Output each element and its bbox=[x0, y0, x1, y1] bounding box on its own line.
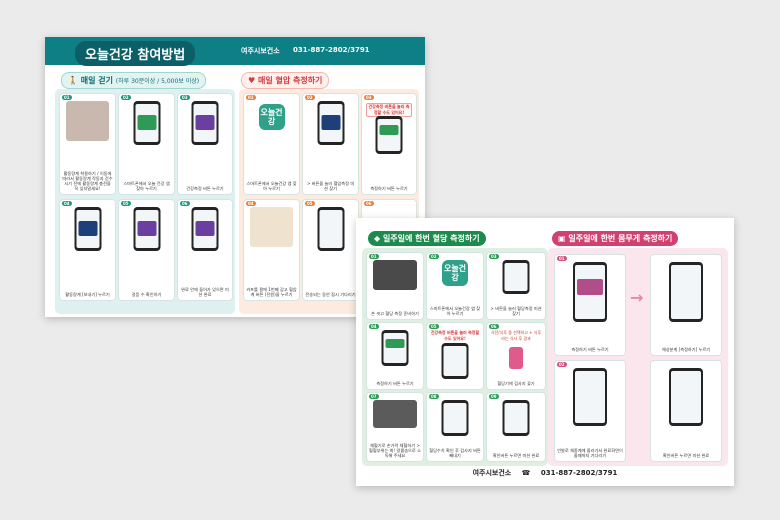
phone-mockup bbox=[502, 260, 530, 294]
phone-mockup bbox=[669, 368, 703, 426]
bp-step-2: 02 > 버튼을 눌러 혈압측정 미션 찾기 bbox=[302, 93, 359, 195]
sugar-step-2: 02 오늘건강 스마트폰에서 오늘건강 앱 찾아 누르기 bbox=[426, 252, 484, 320]
tip-text: 식전/식후 중 선택하고 + 식후라는 식사 후 경과 bbox=[490, 330, 542, 341]
poster-title: 오늘건강 참여방법 bbox=[75, 41, 196, 66]
sugar-step-7: 07 채혈기로 손가락 채혈하기 > 혈혈부위는 최! 알콜솜으로 소독해 주세… bbox=[366, 392, 424, 462]
sugar-step-1: 01 손 씻고 혈당 측정 준비하기 bbox=[366, 252, 424, 320]
phone-mockup bbox=[191, 101, 219, 145]
walk-step-6: 06 완료 안에 들어가 있으면 미션 완료 bbox=[177, 199, 233, 301]
test-strip-icon bbox=[509, 347, 523, 369]
phone-mockup bbox=[573, 262, 607, 322]
sugar-step-9: 09 확인버튼 누르면 미션 완료 bbox=[486, 392, 546, 462]
app-icon: 오늘건강 bbox=[258, 104, 285, 130]
back-header: 오늘건강 참여방법 여주시보건소 031-887-2802/3791 bbox=[45, 37, 425, 66]
walk-step-4: 04 활동량계 [보내기] 누르기 bbox=[59, 199, 116, 301]
front-poster: ◆ 일주일에 한번 혈당 측정하기 ▣ 일주일에 한번 몸무게 측정하기 01 … bbox=[356, 218, 734, 486]
bp-step-5: 05 전송되는 동안 잠시 기다리기 bbox=[302, 199, 359, 301]
phone-mockup bbox=[441, 400, 469, 436]
walk-step-3: 03 건강측정 버튼 누르기 bbox=[177, 93, 233, 195]
phone-mockup bbox=[502, 400, 530, 436]
walk-panel: 01 활동량계 착용하기 / 이동에 따라서 활동량계 작동과 걷수시기 전에 … bbox=[55, 89, 235, 314]
phone-mockup bbox=[375, 116, 403, 154]
org-name: 여주시보건소 bbox=[472, 469, 512, 477]
bp-heading: ♥ 매일 혈압 측정하기 bbox=[241, 72, 330, 89]
cuff-photo bbox=[250, 207, 293, 247]
walk-step-2: 02 스마트폰에서 오늘 건강 앱 찾아 누르기 bbox=[118, 93, 175, 195]
body-heading: ▣ 일주일에 한번 몸무게 측정하기 bbox=[552, 231, 679, 246]
sugar-panel: 01 손 씻고 혈당 측정 준비하기 02 오늘건강 스마트폰에서 오늘건강 앱… bbox=[362, 248, 548, 466]
walk-icon: 🚶 bbox=[68, 76, 81, 85]
glucometer-photo bbox=[373, 260, 417, 290]
front-footer: 여주시보건소 ☎ 031-887-2802/3791 bbox=[356, 468, 734, 486]
body-step-2b: 확인버튼 누르면 미션 완료 bbox=[650, 360, 722, 462]
walk-step-1: 01 활동량계 착용하기 / 이동에 따라서 활동량계 작동과 걷수시기 전에 … bbox=[59, 93, 116, 195]
phone-mockup bbox=[133, 101, 160, 145]
scale-icon: ▣ bbox=[558, 234, 569, 243]
lancet-photo bbox=[373, 400, 417, 428]
bp-step-1: 01 오늘건강 스마트폰에서 오늘건강 앱 찾아 누르기 bbox=[243, 93, 300, 195]
phone-number: 031-887-2802/3791 bbox=[540, 469, 618, 477]
phone-mockup bbox=[133, 207, 160, 251]
phone-mockup bbox=[381, 330, 409, 366]
tip-box: 건강측정 버튼을 눌러 측정할 수도 있어요! bbox=[366, 103, 412, 117]
phone-mockup bbox=[317, 207, 344, 251]
drop-icon: ◆ bbox=[374, 234, 383, 243]
arrow-right-icon: → bbox=[630, 288, 644, 307]
phone-mockup bbox=[74, 207, 101, 251]
phone-mockup bbox=[669, 262, 703, 322]
app-icon: 오늘건강 bbox=[442, 260, 468, 286]
sugar-step-5: 05 건강측정 버튼을 눌러 측정할 수도 있어요! bbox=[426, 322, 484, 390]
phone-icon: ☎ bbox=[521, 469, 531, 477]
body-panel: 01 측정하기 버튼 누르기 → 체성분계 [측정하기] 누르기 02 언발로 … bbox=[548, 248, 728, 466]
phone-mockup bbox=[191, 207, 219, 251]
walk-heading: 🚶 매일 걷기 (하루 30분이상 / 5,000보 이상) bbox=[61, 72, 207, 89]
sugar-step-3: 03 > 버튼을 눌러 혈당측정 미션 찾기 bbox=[486, 252, 546, 320]
watch-photo bbox=[66, 101, 109, 141]
bp-step-3: 03 건강측정 버튼을 눌러 측정할 수도 있어요! 측정하기 버튼 누르기 bbox=[361, 93, 417, 195]
sugar-step-6: 06 식전/식후 중 선택하고 + 식후라는 식사 후 경과 혈당기에 검사지 … bbox=[486, 322, 546, 390]
body-step-1b: 체성분계 [측정하기] 누르기 bbox=[650, 254, 722, 356]
bp-step-4: 04 커프를 팔에 1번째 감고 혈압계 버튼 (전원)을 누르기 bbox=[243, 199, 300, 301]
org-name: 여주시보건소 bbox=[241, 47, 280, 55]
sugar-step-4: 04 측정하기 버튼 누르기 bbox=[366, 322, 424, 390]
walk-step-5: 05 걸음 수 확인하기 bbox=[118, 199, 175, 301]
sugar-step-8: 08 혈당수치 확인 후 검사지 버튼 빼내기 bbox=[426, 392, 484, 462]
phone-mockup bbox=[317, 101, 344, 145]
back-poster: 오늘건강 참여방법 여주시보건소 031-887-2802/3791 🚶 매일 … bbox=[45, 37, 425, 317]
phone-number: 031-887-2802/3791 bbox=[293, 46, 370, 54]
sugar-heading: ◆ 일주일에 한번 혈당 측정하기 bbox=[368, 231, 486, 246]
heart-icon: ♥ bbox=[248, 76, 258, 85]
tip-box: 건강측정 버튼을 눌러 측정할 수도 있어요! bbox=[430, 330, 480, 341]
phone-mockup bbox=[573, 368, 607, 426]
phone-mockup bbox=[441, 343, 469, 379]
body-step-2: 02 언발로 체중계에 올라가서 완료화면이 올때까지 기다리기 bbox=[554, 360, 626, 462]
body-step-1: 01 측정하기 버튼 누르기 bbox=[554, 254, 626, 356]
